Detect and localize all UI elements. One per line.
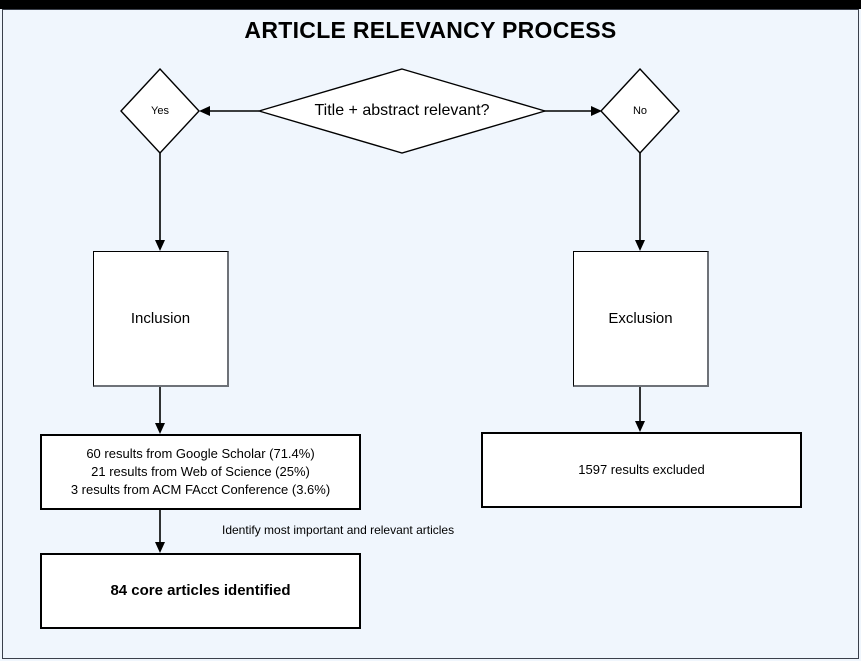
diamond-shape-icon [258,68,546,154]
diamond-shape-icon [600,68,680,154]
page-title: ARTICLE RELEVANCY PROCESS [244,17,617,43]
node-yes[interactable]: Yes [120,68,200,154]
node-excluded-label: 1597 results excluded [578,462,705,477]
node-core-articles-label: 84 core articles identified [110,582,291,599]
node-decision[interactable]: Title + abstract relevant? [258,68,546,154]
node-sources-label: 60 results from Google Scholar (71.4%) 2… [71,445,330,499]
edge-exclusion-to-excluded [635,387,645,432]
node-exclusion-label: Exclusion [608,310,673,327]
edge-inclusion-to-sources [155,387,165,434]
edge-decision-to-no [544,106,602,116]
top-black-strip [0,0,861,9]
sources-line-2: 21 results from Web of Science (25%) [91,464,310,479]
sources-line-3: 3 results from ACM FAcct Conference (3.6… [70,482,331,497]
diamond-shape-icon [120,68,200,154]
node-inclusion-label: Inclusion [130,310,191,327]
edge-no-to-exclusion [635,152,645,251]
edge-sources-to-core-label: Identify most important and relevant art… [222,523,455,537]
node-exclusion[interactable]: Exclusion [573,251,709,387]
sources-line-1: 60 results from Google Scholar (71.4%) [86,446,315,461]
node-excluded[interactable]: 1597 results excluded [481,432,802,508]
node-no[interactable]: No [600,68,680,154]
node-sources[interactable]: 60 results from Google Scholar (71.4%) 2… [40,434,361,510]
edge-yes-to-inclusion [155,152,165,251]
edge-decision-to-yes [199,106,259,116]
node-core-articles[interactable]: 84 core articles identified [40,553,361,629]
node-inclusion[interactable]: Inclusion [93,251,229,387]
edge-sources-to-core [155,510,165,553]
